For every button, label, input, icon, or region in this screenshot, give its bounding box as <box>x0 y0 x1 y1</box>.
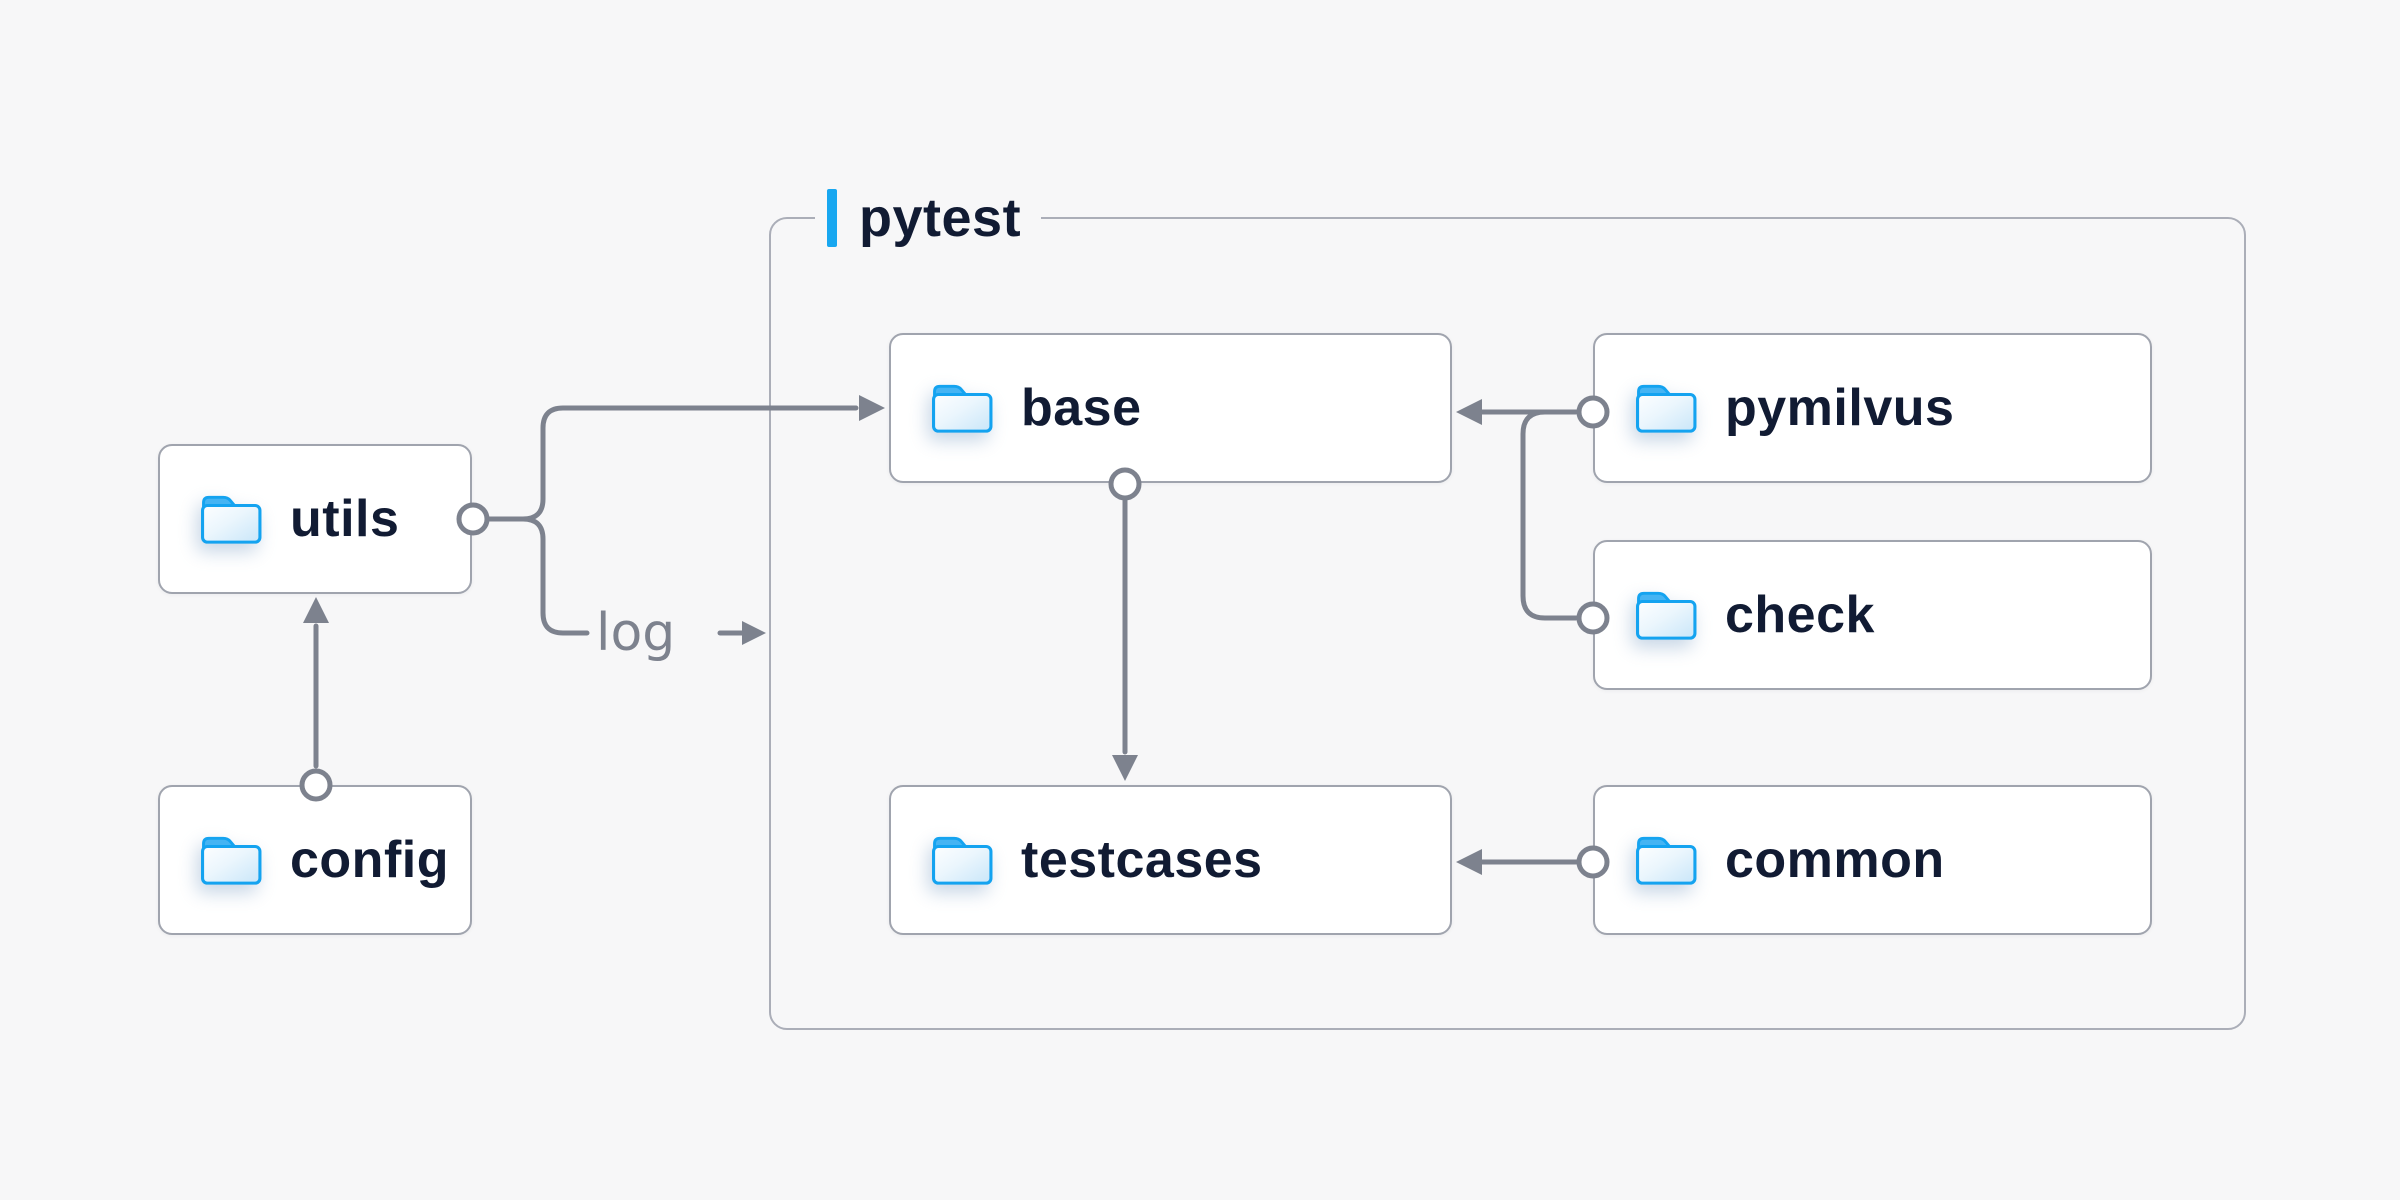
folder-icon <box>201 495 262 544</box>
node-label: check <box>1725 586 1875 644</box>
folder-icon <box>1636 836 1697 885</box>
folder-body <box>1636 392 1697 433</box>
arrowhead-up-icon <box>303 597 329 623</box>
node-label: pymilvus <box>1725 379 1955 437</box>
node-pymilvus: pymilvus <box>1593 333 2152 483</box>
node-label: utils <box>290 490 400 548</box>
folder-icon <box>932 384 993 433</box>
node-config: config <box>158 785 472 935</box>
connector-utils-log <box>520 516 590 636</box>
folder-body <box>1636 844 1697 885</box>
group-pytest-label: pytest <box>815 188 1042 248</box>
folder-body <box>932 392 993 433</box>
edge-label-log: log <box>596 603 676 663</box>
node-label: base <box>1021 379 1142 437</box>
folder-body <box>201 503 262 544</box>
folder-body <box>932 844 993 885</box>
node-utils: utils <box>158 444 472 594</box>
group-pytest <box>769 217 2246 1030</box>
folder-icon <box>1636 384 1697 433</box>
folder-icon <box>1636 591 1697 640</box>
folder-body <box>201 844 262 885</box>
node-label: config <box>290 831 449 889</box>
node-base: base <box>889 333 1452 483</box>
node-label: common <box>1725 831 1945 889</box>
log-flow-arrow <box>717 621 766 645</box>
accent-bar-icon <box>827 189 837 247</box>
group-label-text: pytest <box>859 188 1022 248</box>
node-testcases: testcases <box>889 785 1452 935</box>
folder-icon <box>201 836 262 885</box>
node-label: testcases <box>1021 831 1263 889</box>
node-common: common <box>1593 785 2152 935</box>
folder-icon <box>932 836 993 885</box>
node-check: check <box>1593 540 2152 690</box>
connector-config-utils <box>299 597 333 802</box>
folder-body <box>1636 599 1697 640</box>
arrowhead-right-icon <box>742 621 766 645</box>
wire <box>520 516 590 636</box>
